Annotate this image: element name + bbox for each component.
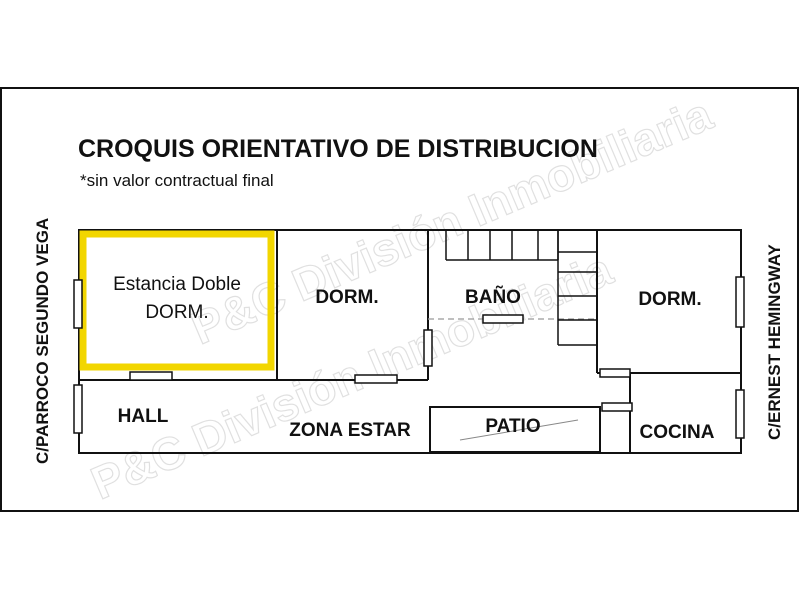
- street-left-label: C/PARROCO SEGUNDO VEGA: [33, 218, 52, 464]
- windows: [73, 276, 745, 439]
- room-label-dorm-right: DORM.: [638, 289, 701, 310]
- window-left-lower: [73, 384, 83, 434]
- room-label-hall: HALL: [118, 406, 169, 427]
- window-right-lower: [735, 389, 745, 439]
- room-label-dorm-center: DORM.: [315, 287, 378, 308]
- door-dorm-center: [423, 329, 433, 367]
- page-title: CROQUIS ORIENTATIVO DE DISTRIBUCION: [78, 135, 598, 163]
- door-bano: [482, 314, 524, 324]
- building-outline: [78, 229, 742, 454]
- room-label-cocina: COCINA: [640, 422, 715, 443]
- door-zona-estar: [354, 374, 398, 384]
- room-labels: Estancia Doble DORM. DORM. BAÑO DORM. HA…: [113, 274, 715, 443]
- street-right-label: C/ERNEST HEMINGWAY: [765, 243, 784, 440]
- highlighted-room-border: [79, 230, 275, 371]
- highlighted-room-label-line1: Estancia Doble: [113, 274, 241, 295]
- staircase: [445, 230, 597, 346]
- door-cocina-left: [601, 402, 633, 412]
- window-left-upper: [73, 279, 83, 329]
- window-right-upper: [735, 276, 745, 328]
- outer-frame: [0, 87, 799, 512]
- highlighted-room-label-line2: DORM.: [145, 302, 208, 323]
- patio-area: [429, 406, 601, 453]
- room-label-bano: BAÑO: [465, 286, 521, 308]
- patio-diagonal: [459, 419, 579, 441]
- room-label-zona-estar: ZONA ESTAR: [289, 420, 411, 441]
- door-cocina-top: [599, 368, 631, 378]
- subtitle: *sin valor contractual final: [80, 171, 274, 190]
- door-hall-dorm: [129, 371, 173, 381]
- room-label-patio: PATIO: [485, 416, 540, 437]
